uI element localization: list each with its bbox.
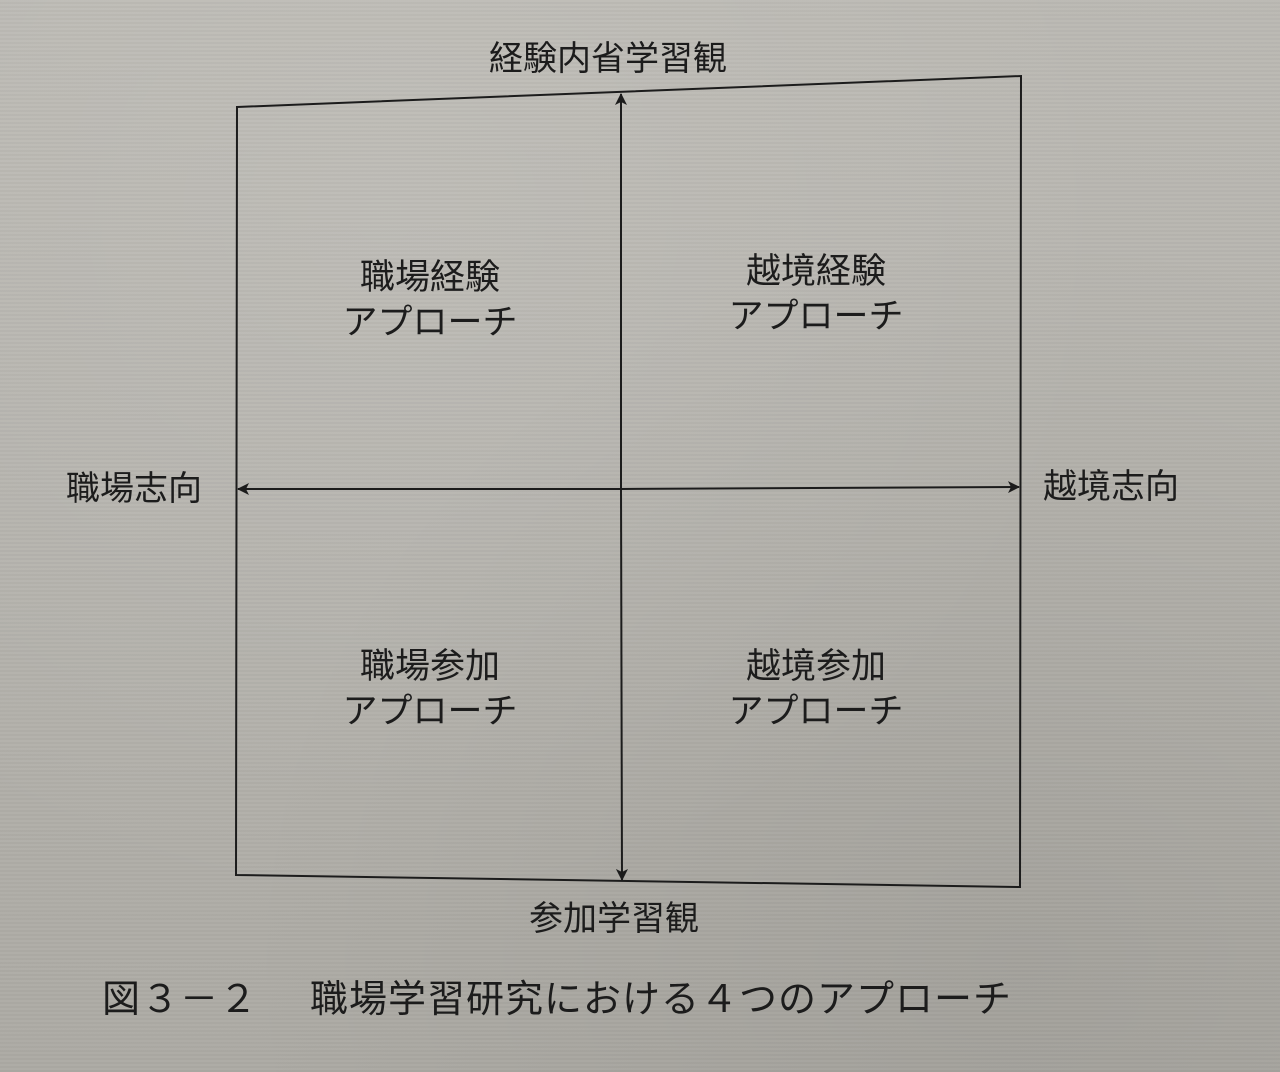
quadrant-subtitle: アプローチ <box>342 303 518 343</box>
quadrant-title: 越境参加 <box>745 647 886 687</box>
figure-number: 図３－２ <box>102 977 259 1021</box>
quadrant-title: 職場経験 <box>359 258 500 298</box>
figure-caption: 図３－２ 職場学習研究における４つのアプローチ <box>102 980 1012 1018</box>
quadrant-bottom-left: 職場参加 アプローチ <box>330 645 530 735</box>
quadrant-top-left: 職場経験 アプローチ <box>330 256 530 346</box>
quadrant-subtitle: アプローチ <box>728 692 904 732</box>
axis-label-right: 越境志向 <box>1043 467 1179 507</box>
quadrant-subtitle: アプローチ <box>728 297 904 337</box>
vertical-axis-arrow-down <box>615 488 628 881</box>
quadrant-top-right: 越境経験 アプローチ <box>716 250 916 340</box>
horizontal-axis-arrow-right <box>620 481 1020 494</box>
quadrant-bottom-right: 越境参加 アプローチ <box>716 645 916 735</box>
diagram-frame <box>234 74 1023 889</box>
quadrant-title: 職場参加 <box>359 647 500 687</box>
figure-title: 職場学習研究における４つのアプローチ <box>310 977 1013 1021</box>
axis-label-left: 職場志向 <box>66 469 202 509</box>
quadrant-subtitle: アプローチ <box>342 692 518 732</box>
axis-label-top: 経験内省学習観 <box>489 39 727 79</box>
quadrant-title: 越境経験 <box>745 252 886 292</box>
axis-label-bottom: 参加学習観 <box>529 899 699 939</box>
